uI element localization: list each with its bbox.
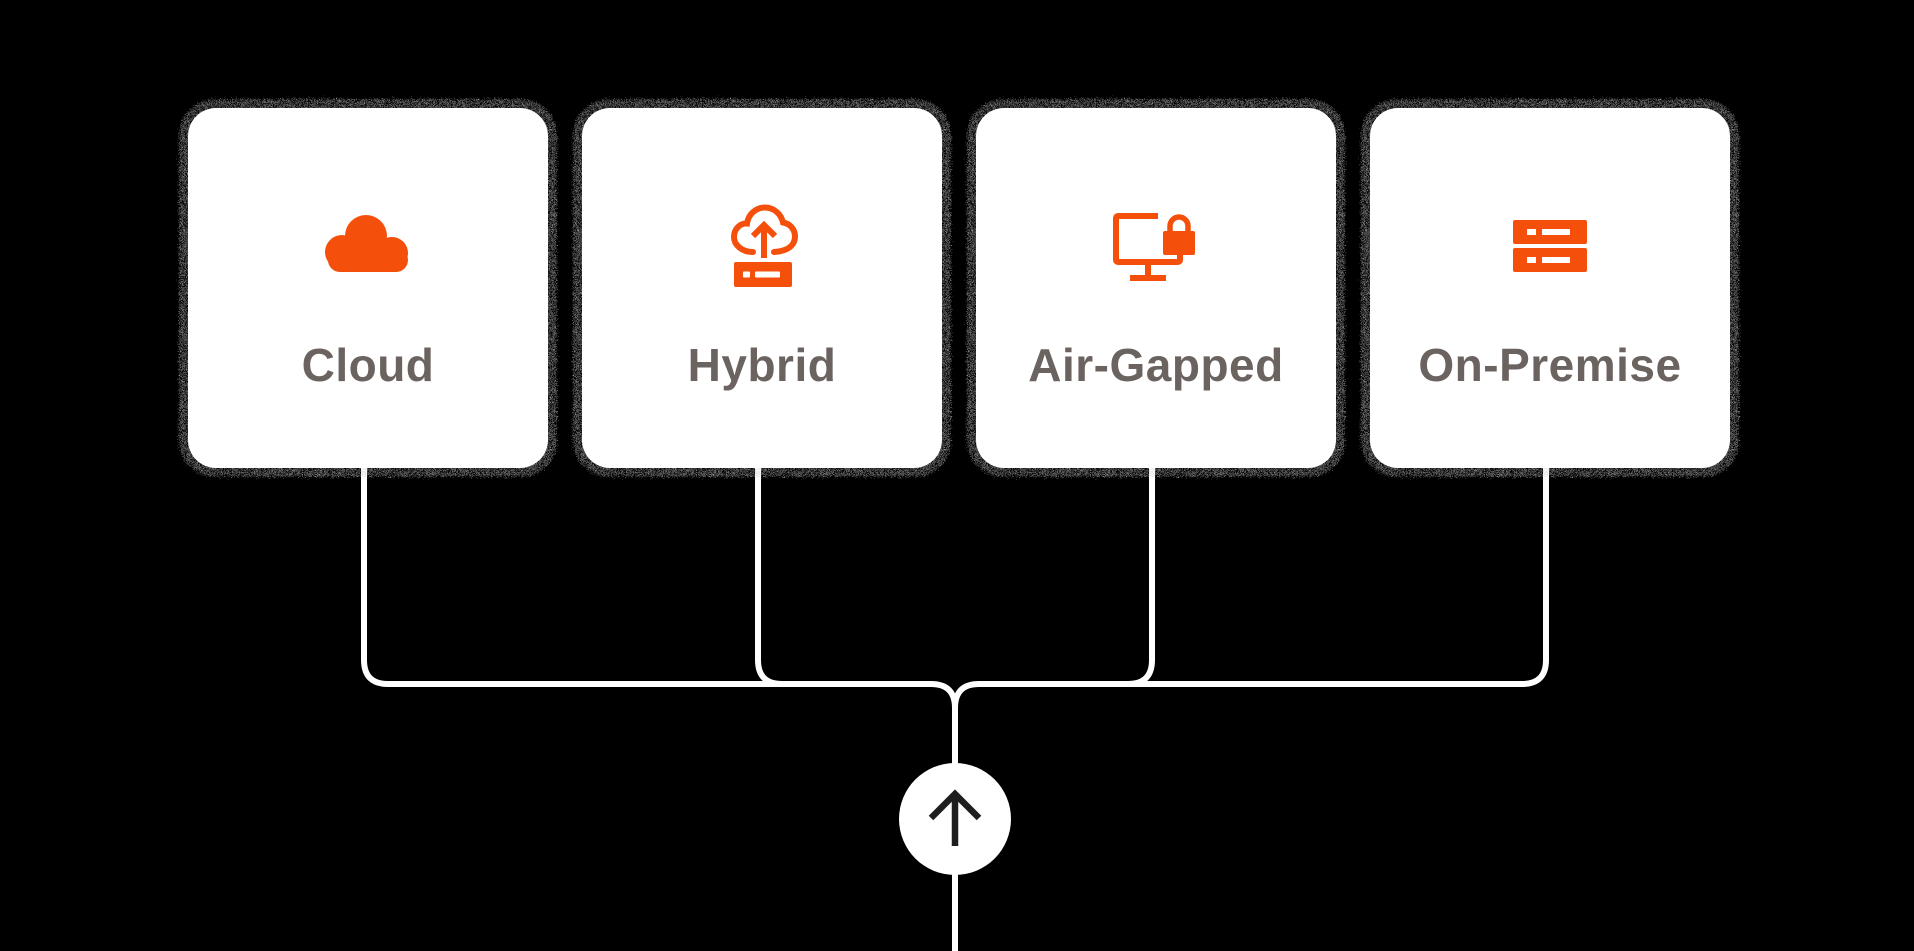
server-stack-icon bbox=[1513, 220, 1587, 272]
cloud-upload-server-icon bbox=[730, 204, 799, 287]
connector-branch-onpremise bbox=[952, 462, 1549, 951]
cloud-icon bbox=[325, 215, 408, 272]
card-cloud: Cloud bbox=[179, 99, 557, 477]
card-hybrid: Hybrid bbox=[573, 99, 951, 477]
connector-branch-hybrid bbox=[755, 462, 931, 687]
card-label: Cloud bbox=[301, 339, 435, 391]
card-label: Hybrid bbox=[687, 339, 837, 391]
up-arrow-icon bbox=[928, 789, 982, 846]
connector-branch-cloud bbox=[361, 462, 958, 951]
card-label: On-Premise bbox=[1418, 339, 1682, 391]
card-air-gapped: Air-Gapped bbox=[967, 99, 1345, 477]
card-label: Air-Gapped bbox=[1028, 339, 1284, 391]
card-on-premise: On-Premise bbox=[1361, 99, 1739, 477]
deployment-cards-row: Cloud Hybrid bbox=[179, 99, 1739, 477]
monitor-lock-icon bbox=[1113, 204, 1204, 281]
connector-branch-airgapped bbox=[979, 462, 1155, 687]
